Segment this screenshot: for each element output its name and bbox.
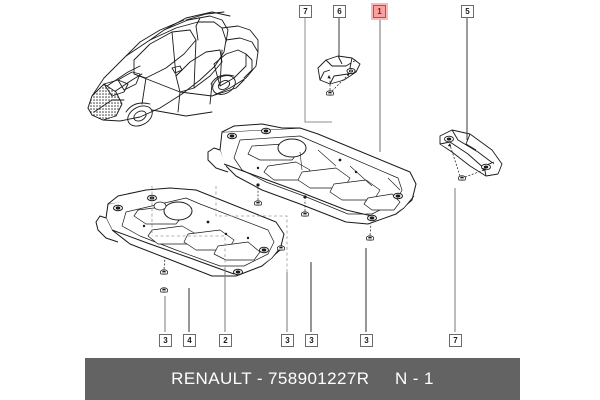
callout-top-5[interactable]: 5 — [461, 5, 474, 18]
engine-undertray-left — [95, 187, 285, 277]
leader-lines-bottom — [164, 188, 456, 332]
leader-top-7-bend — [304, 100, 332, 123]
callout-bottom-7[interactable]: 7 — [449, 334, 462, 347]
vehicle-illustration — [87, 11, 259, 127]
side-support-bracket — [439, 129, 503, 177]
leader-lines-top — [304, 18, 468, 152]
mounting-bracket-top — [317, 55, 361, 85]
footer-part-label: RENAULT - 758901227R N - 1 — [171, 369, 434, 388]
callout-bottom-4[interactable]: 4 — [183, 334, 196, 347]
callout-top-6[interactable]: 6 — [333, 5, 346, 18]
callout-bottom-3c[interactable]: 3 — [305, 334, 318, 347]
callout-top-7[interactable]: 7 — [299, 5, 312, 18]
undertray-left-fasteners — [159, 245, 286, 293]
undertray-center-fasteners — [253, 183, 375, 241]
engine-undertray-center — [207, 123, 417, 225]
callout-bottom-2[interactable]: 2 — [219, 334, 232, 347]
bracket-top-fastener — [325, 73, 350, 96]
callout-top-1-highlighted[interactable]: 1 — [373, 5, 386, 18]
callout-bottom-3d[interactable]: 3 — [360, 334, 373, 347]
footer-title-bar: RENAULT - 758901227R N - 1 — [85, 358, 520, 400]
construction-guides — [151, 186, 288, 272]
side-bracket-fastener — [447, 143, 486, 181]
callout-bottom-3a[interactable]: 3 — [159, 334, 172, 347]
callout-bottom-3b[interactable]: 3 — [281, 334, 294, 347]
